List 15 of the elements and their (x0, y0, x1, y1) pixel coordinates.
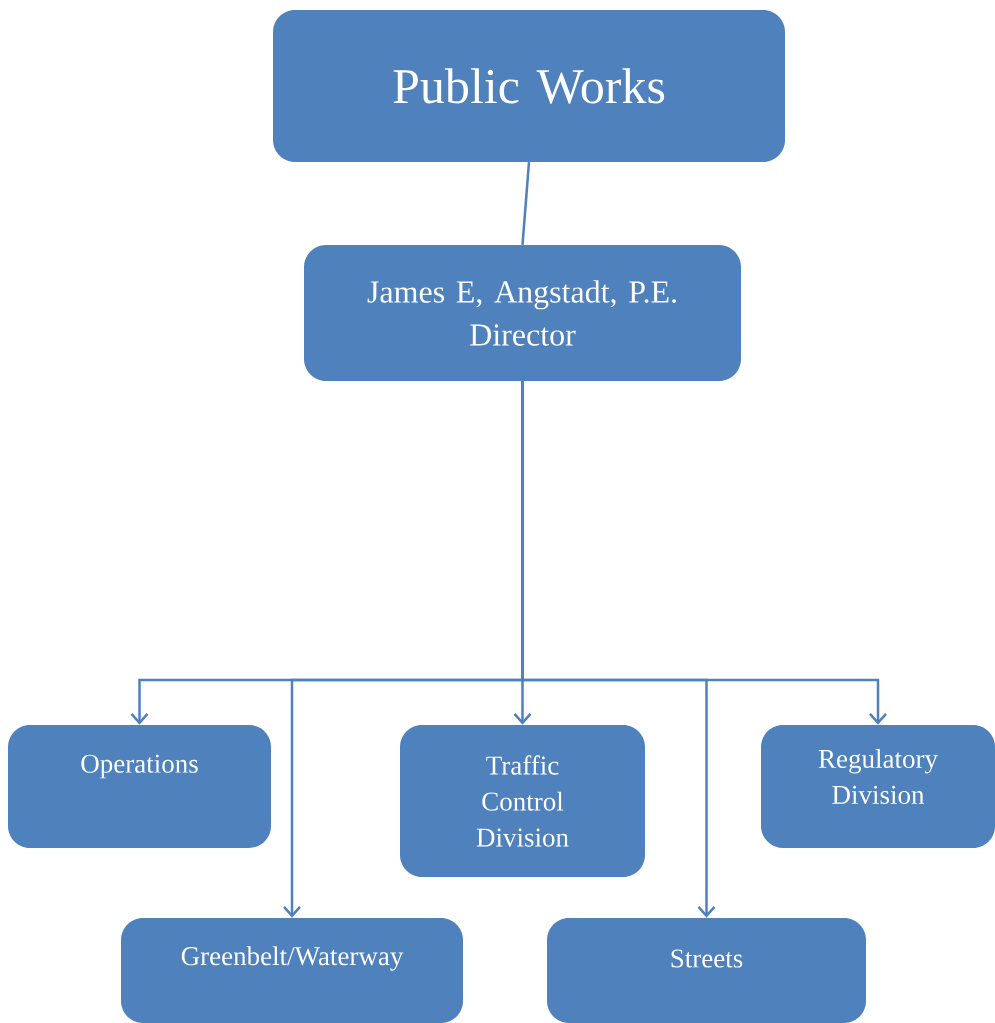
org-box (761, 725, 995, 848)
org-box (400, 725, 645, 877)
box-text: Regulatory Division (818, 749, 938, 804)
box-text: Traffic Control Division (476, 755, 569, 847)
org-box (273, 10, 785, 162)
org-box (8, 725, 271, 848)
org-box (121, 918, 463, 1023)
box-text: James E, Angstadt, P.E. Director (367, 280, 676, 346)
box-text: Operations (81, 754, 198, 779)
connector-arrow (521, 381, 887, 725)
box-text: Public Works (393, 68, 665, 104)
box-text: Streets (671, 949, 743, 968)
org-box (304, 245, 741, 381)
box-text: Greenbelt/Waterway (181, 946, 404, 971)
org-box (547, 918, 866, 1023)
